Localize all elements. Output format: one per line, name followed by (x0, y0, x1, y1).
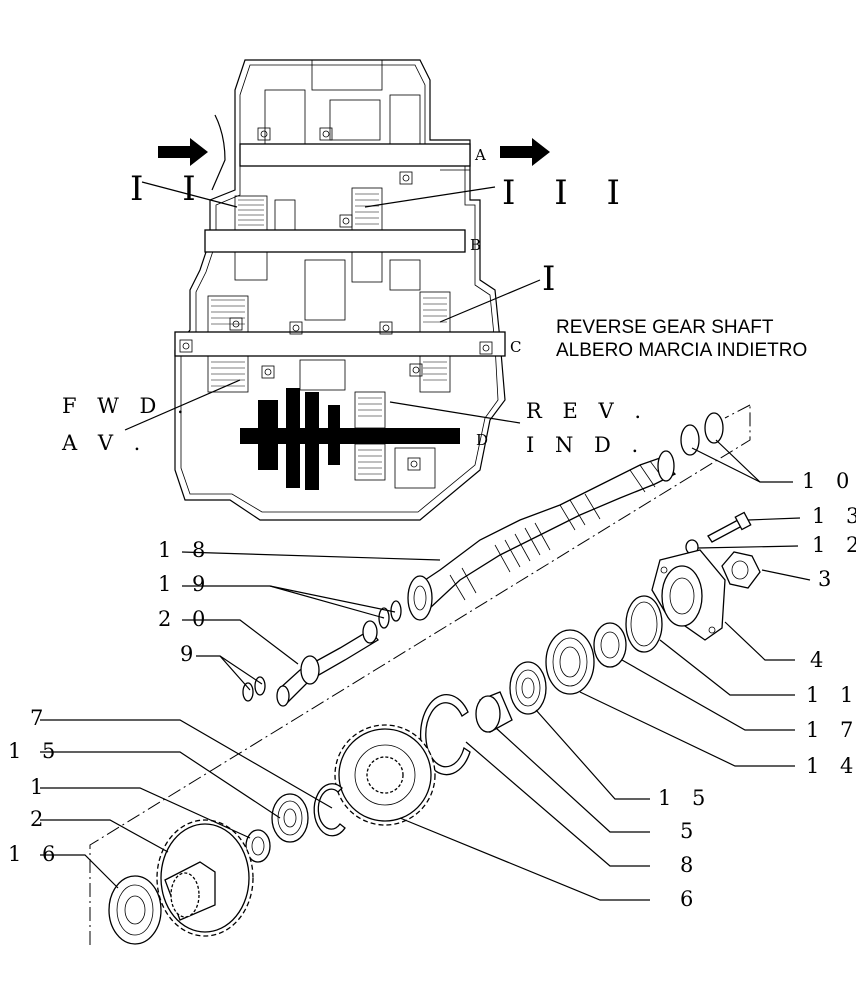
part-number-8: 8 (680, 853, 700, 877)
spacer-1 (245, 829, 271, 863)
part-number-9: 9 (180, 642, 200, 666)
transmission-cross-section (158, 59, 550, 521)
part-number-4: 4 (810, 648, 830, 672)
gear-one-label: I (542, 259, 569, 299)
sleeve-5 (475, 691, 513, 733)
part-number-17: 1 7 (806, 718, 856, 742)
snap-ring-7 (313, 783, 346, 837)
part-number-7: 7 (30, 706, 50, 730)
part-number-19: 1 9 (158, 572, 212, 596)
output-arrow-icon (500, 138, 550, 166)
assembly-axis (89, 405, 751, 945)
ring-9a (242, 682, 254, 702)
bolt-13 (707, 511, 752, 543)
ring-10a (680, 424, 700, 456)
part-number-10: 1 0 (802, 469, 856, 493)
part-number-2: 2 (30, 807, 50, 831)
title-line-en: REVERSE GEAR SHAFT (556, 317, 774, 338)
gear-three-label: I I I (502, 173, 634, 213)
spacer-17 (593, 622, 627, 668)
reverse-gear-shaft (407, 450, 677, 621)
gear-two-label: I I (130, 169, 210, 209)
shim-11 (625, 595, 663, 653)
shaft-label-b: B (470, 236, 481, 254)
forward-label-it: A V . (61, 431, 147, 455)
part-number-6: 6 (680, 887, 700, 911)
part-number-11: 1 1 (806, 683, 856, 707)
part-number-12: 1 2 (812, 533, 856, 557)
forward-label: F W D . (62, 394, 191, 418)
nut-3 (721, 551, 761, 589)
bearing-14 (545, 629, 595, 695)
part-number-3: 3 (818, 567, 838, 591)
gear-6 (334, 724, 436, 826)
bearing-15-lower (271, 793, 309, 843)
gear-2 (156, 819, 254, 937)
part-number-18: 1 8 (158, 538, 212, 562)
pilot-shaft (276, 620, 379, 707)
input-arrow-icon (158, 138, 208, 166)
shaft-label-d: D (476, 431, 488, 449)
reverse-label: R E V . (526, 399, 648, 423)
part-number-5: 5 (680, 819, 700, 843)
shaft-label-c: C (510, 338, 521, 356)
ring-10b (704, 412, 724, 444)
part-number-20: 2 0 (158, 607, 212, 631)
shaft-label-a: A (474, 146, 486, 164)
part-number-16: 1 6 (8, 842, 62, 866)
part-number-1: 1 (30, 775, 50, 799)
part-number-15-upper: 1 5 (658, 786, 712, 810)
part-number-14: 1 4 (806, 754, 856, 778)
part-number-13: 1 3 (812, 504, 856, 528)
bearing-housing-4 (651, 549, 726, 641)
bearing-15-upper (509, 661, 547, 715)
reverse-label-it: I N D . (526, 433, 645, 457)
title-line-it: ALBERO MARCIA INDIETRO (556, 340, 807, 361)
part-number-15-lower: 1 5 (8, 739, 62, 763)
bearing-16 (108, 875, 162, 945)
